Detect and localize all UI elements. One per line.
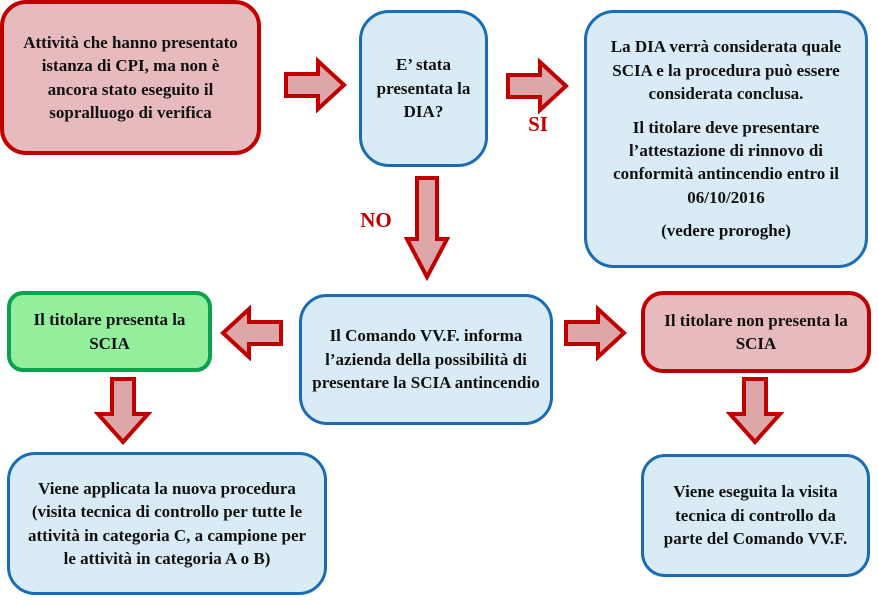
arrow-left-icon [220, 304, 284, 362]
branch-label-no: NO [360, 208, 392, 232]
node-not-presents-scia-text: Il titolare non presenta la SCIA [664, 310, 848, 353]
node-not-presents-scia: Il titolare non presenta la SCIA [641, 291, 871, 373]
node-technical-visit-text: Viene eseguita la visita tecnica di cont… [663, 482, 848, 549]
arrow-right-icon [563, 304, 627, 362]
node-new-procedure: Viene applicata la nuova procedura (visi… [7, 452, 327, 595]
node-technical-visit: Viene eseguita la visita tecnica di cont… [641, 454, 870, 577]
node-dia-as-scia-paragraph-3: (vedere proroghe) [661, 221, 791, 241]
arrow-right-icon [505, 57, 569, 115]
branch-label-yes: SI [528, 112, 548, 136]
node-comando-informs-text: Il Comando VV.F. informa l’azienda della… [312, 326, 540, 393]
node-dia-as-scia-paragraph-1: La DIA verrà considerata quale SCIA e la… [610, 37, 842, 104]
node-start-cpi: Attività che hanno presentato istanza di… [0, 0, 261, 155]
arrow-right-icon [283, 56, 347, 114]
node-start-text: Attività che hanno presentato istanza di… [23, 32, 238, 122]
node-question-text: E’ stata presentata la DIA? [376, 55, 471, 122]
node-new-procedure-text: Viene applicata la nuova procedura (visi… [27, 478, 307, 568]
node-question-dia: E’ stata presentata la DIA? [359, 10, 488, 167]
node-presents-scia-text: Il titolare presenta la SCIA [33, 310, 186, 353]
node-presents-scia: Il titolare presenta la SCIA [7, 291, 212, 372]
arrow-down-icon [93, 376, 153, 446]
arrow-down-icon [725, 376, 785, 446]
node-dia-as-scia-paragraph-2: Il titolare deve presentare l’attestazio… [613, 117, 839, 207]
arrow-down-icon [403, 175, 451, 282]
node-dia-as-scia: La DIA verrà considerata quale SCIA e la… [584, 10, 868, 268]
node-comando-informs: Il Comando VV.F. informa l’azienda della… [299, 294, 553, 425]
